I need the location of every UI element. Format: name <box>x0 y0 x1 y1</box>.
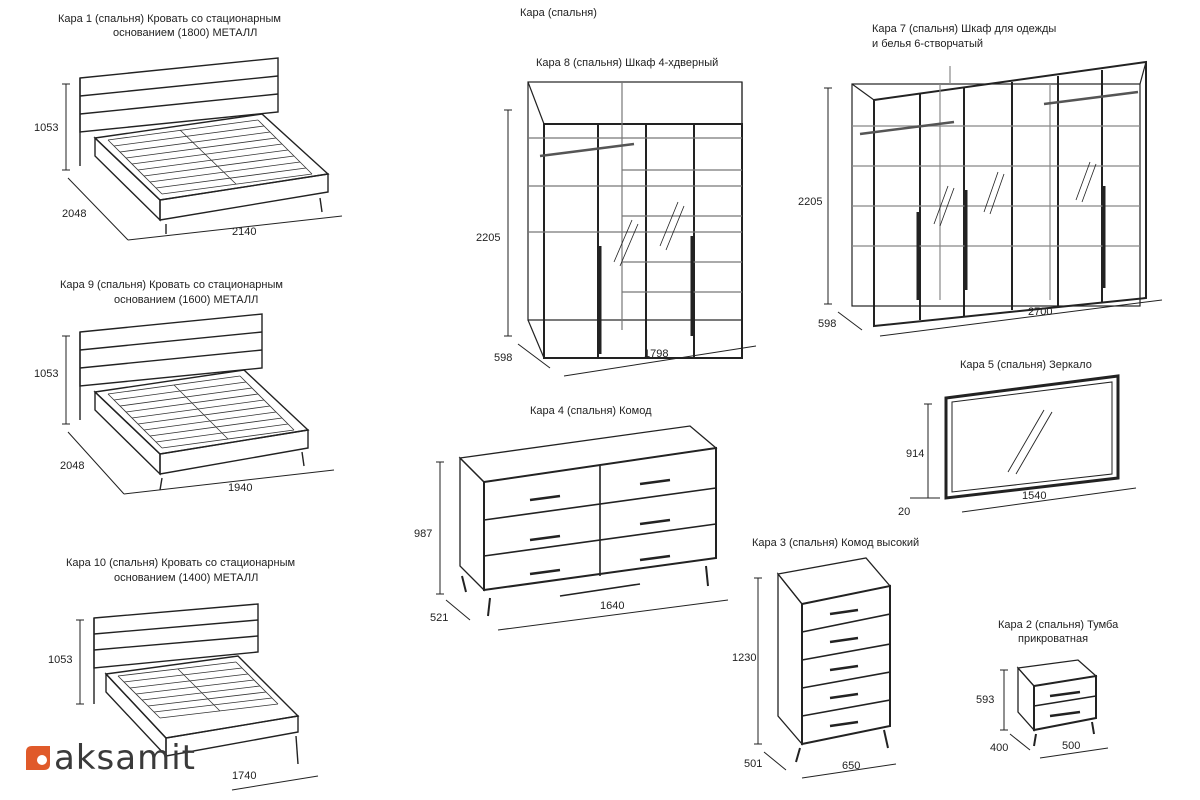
wardrobe-4-door-depth-dim: 598 <box>494 352 513 364</box>
nightstand-width-dim: 500 <box>1062 740 1081 752</box>
aksamit-logo-icon <box>26 746 50 770</box>
wardrobe-4-door-height-dim: 2205 <box>476 232 501 244</box>
nightstand-title-line1: Кара 2 (спальня) Тумба <box>998 619 1119 631</box>
wardrobe-6-door-depth-dim: 598 <box>818 318 837 330</box>
mirror-depth-dim: 20 <box>898 506 911 518</box>
bed-1800-height-dim: 1053 <box>34 122 59 134</box>
brand-logo[interactable]: aksamit <box>22 738 196 778</box>
dresser-title: Кара 4 (спальня) Комод <box>530 405 652 417</box>
bed-1800-width-dim: 2140 <box>232 226 257 238</box>
bed-1400-width-dim: 1740 <box>232 770 257 782</box>
bed-1400-height-dim: 1053 <box>48 654 73 666</box>
tall-chest-width-dim: 650 <box>842 760 861 772</box>
bed-1600-title-line2: основанием (1600) МЕТАЛЛ <box>114 294 259 306</box>
logo-text: aksamit <box>54 738 196 778</box>
nightstand-depth-dim: 400 <box>990 742 1009 754</box>
page-title: Кара (спальня) <box>520 7 597 19</box>
mirror-title: Кара 5 (спальня) Зеркало <box>960 359 1092 371</box>
bed-1400-title-line1: Кара 10 (спальня) Кровать со стационарны… <box>66 557 296 569</box>
bed-1600-title-line1: Кара 9 (спальня) Кровать со стационарным <box>60 279 283 291</box>
dresser-height-dim: 987 <box>414 528 433 540</box>
mirror-height-dim: 914 <box>906 448 925 460</box>
bed-1800-depth-dim: 2048 <box>62 208 87 220</box>
bed-1600-width-dim: 1940 <box>228 482 253 494</box>
dresser-depth-dim: 521 <box>430 612 449 624</box>
bed-1800-title-line1: Кара 1 (спальня) Кровать со стационарным <box>58 13 281 25</box>
bed-1600-depth-dim: 2048 <box>60 460 85 472</box>
wardrobe-4-door-title: Кара 8 (спальня) Шкаф 4-хдверный <box>536 57 719 69</box>
wardrobe-6-door-title-line1: Кара 7 (спальня) Шкаф для одежды <box>872 23 1057 35</box>
wardrobe-6-door-height-dim: 2205 <box>798 196 823 208</box>
nightstand-title-line2: прикроватная <box>1018 633 1089 645</box>
bed-1800-title-line2: основанием (1800) МЕТАЛЛ <box>113 27 258 39</box>
wardrobe-4-door-width-dim: 1798 <box>644 348 669 360</box>
nightstand-height-dim: 593 <box>976 694 995 706</box>
wardrobe-6-door-width-dim: 2700 <box>1028 306 1053 318</box>
bed-1400-title-line2: основанием (1400) МЕТАЛЛ <box>114 572 259 584</box>
mirror-width-dim: 1540 <box>1022 490 1047 502</box>
tall-chest-height-dim: 1230 <box>732 652 757 664</box>
tall-chest-depth-dim: 501 <box>744 758 763 770</box>
tall-chest-title: Кара 3 (спальня) Комод высокий <box>752 537 920 549</box>
dresser-width-dim: 1640 <box>600 600 625 612</box>
wardrobe-6-door-title-line2: и белья 6-створчатый <box>872 38 984 50</box>
bed-1600-height-dim: 1053 <box>34 368 59 380</box>
